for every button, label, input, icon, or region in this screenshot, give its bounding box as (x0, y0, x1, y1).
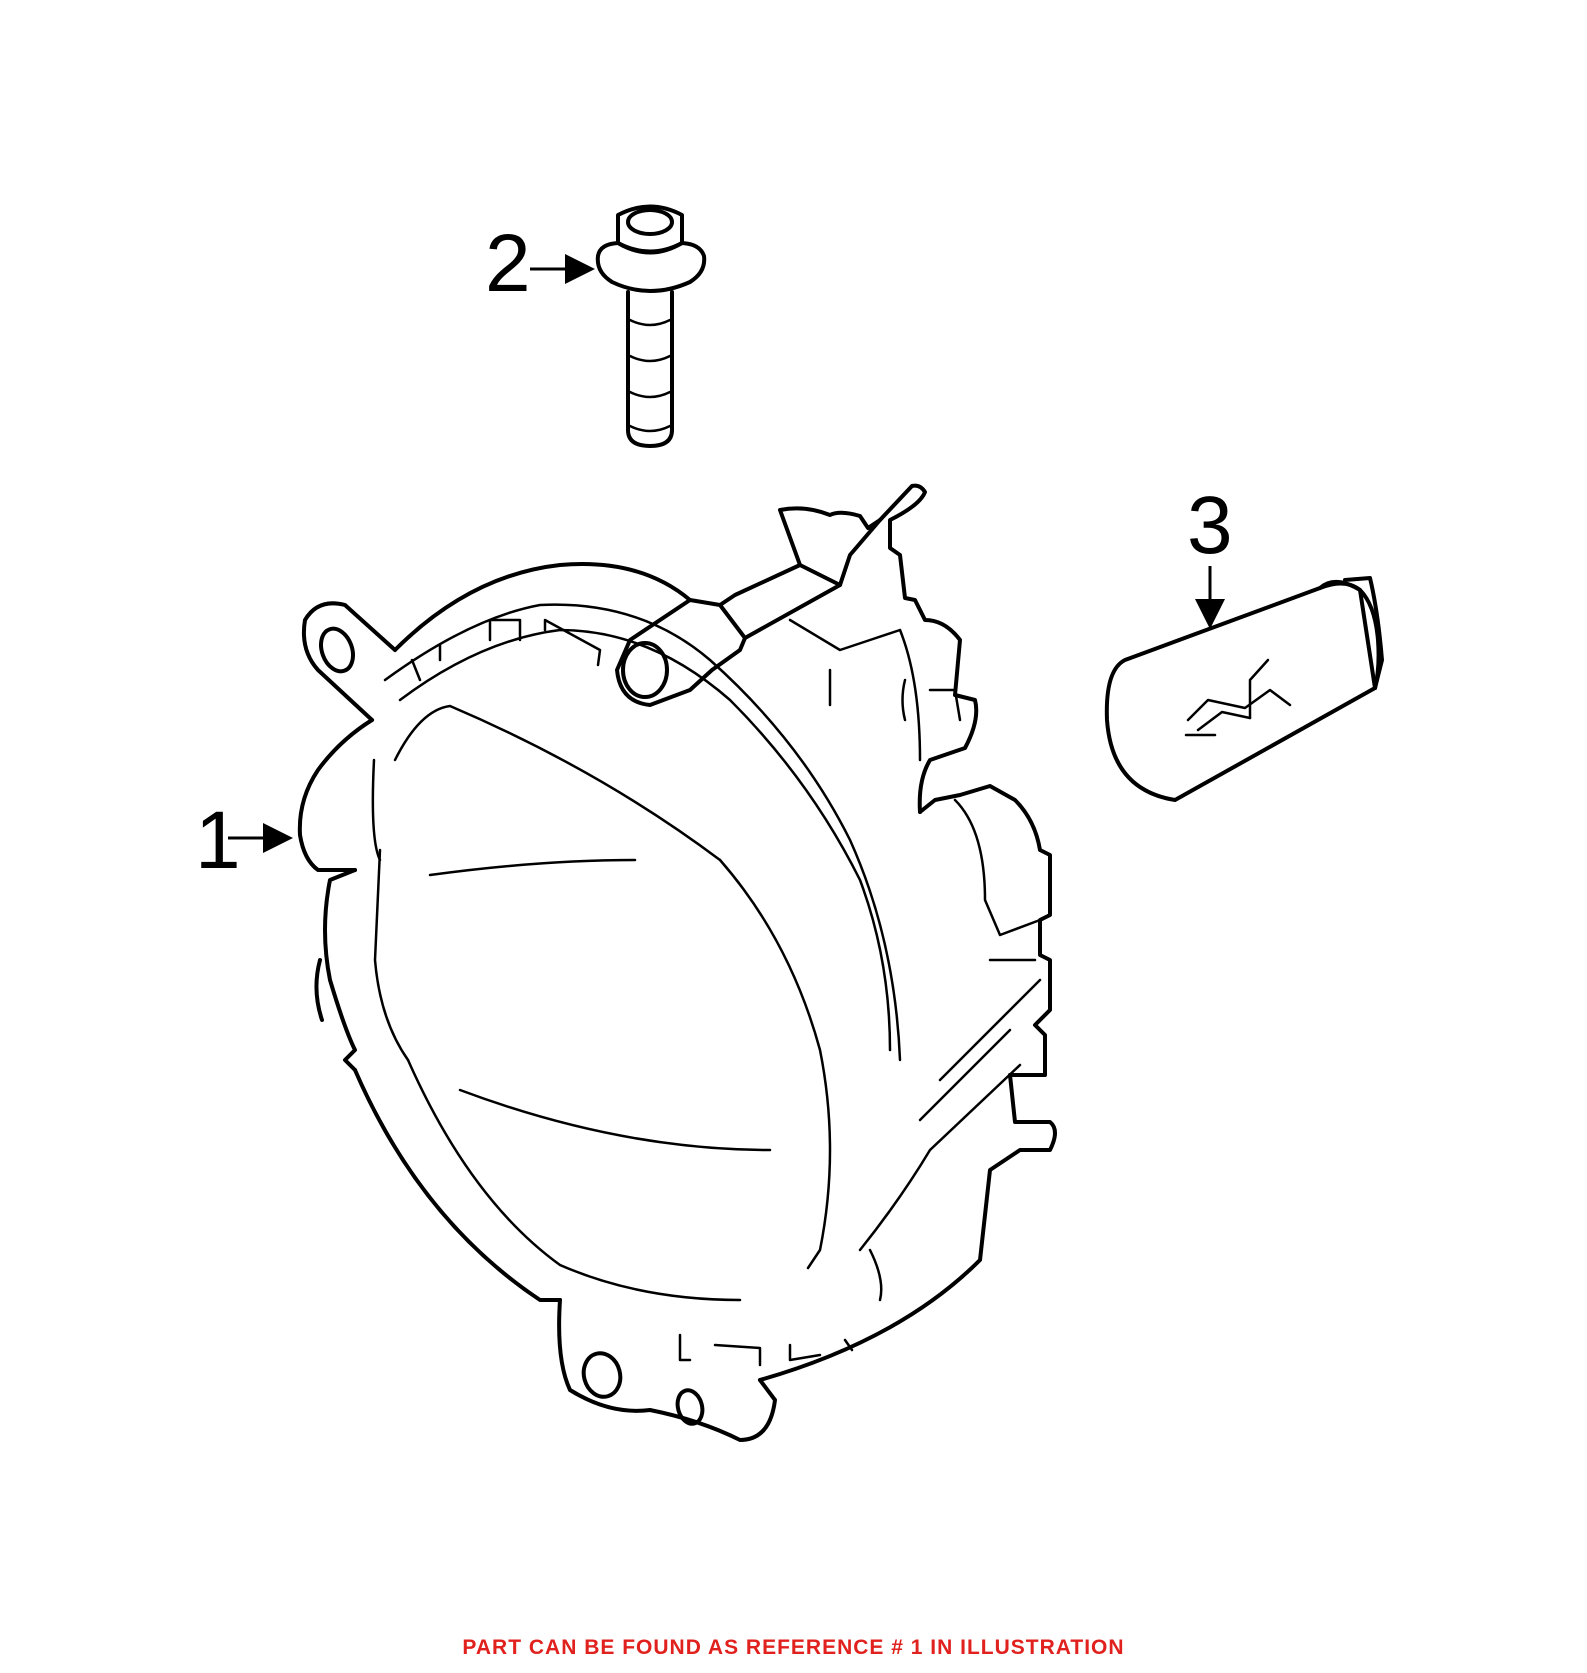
callout-1: 1 (195, 795, 293, 886)
fog-lamp-icon (297, 483, 1057, 1442)
footer-note: PART CAN BE FOUND AS REFERENCE # 1 IN IL… (462, 1636, 1125, 1659)
callout-1-label: 1 (195, 795, 241, 886)
bolt-icon (595, 204, 707, 448)
callout-2: 2 (485, 218, 595, 309)
callout-2-label: 2 (485, 218, 531, 309)
callout-3: 3 (1187, 480, 1233, 629)
bulb-icon (1104, 576, 1384, 802)
callout-3-label: 3 (1187, 480, 1233, 571)
